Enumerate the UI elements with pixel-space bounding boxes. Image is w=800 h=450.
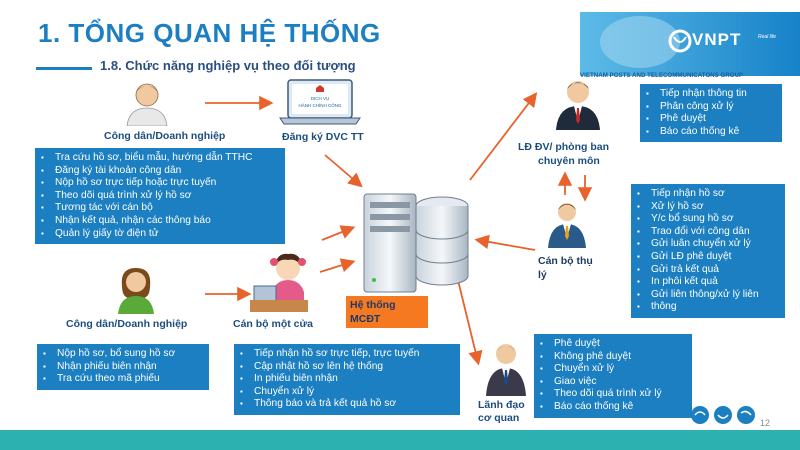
list-item: Trao đổi với công dân (637, 226, 779, 239)
leader-label-line1: Lãnh đạo (478, 399, 525, 411)
list-item: Đăng ký tài khoản công dân (41, 165, 279, 178)
arrow-citizen-box-to-system (321, 225, 356, 241)
list-item: Phê duyệt (540, 338, 686, 351)
one-door-officer-icon (250, 253, 308, 312)
list-item: Nộp hồ sơ trực tiếp hoặc trực tuyến (41, 177, 279, 190)
list-item: Tra cứu hồ sơ, biểu mẫu, hướng dẫn TTHC (41, 152, 279, 165)
leader-icon (486, 344, 526, 396)
citizen-avatar-icon (126, 83, 168, 126)
arrow-system-to-ld (469, 92, 538, 181)
dvc-screen-line1: DỊCH VỤ (311, 96, 330, 101)
list-item: Báo cáo thống kê (646, 126, 776, 139)
list-item: Tiếp nhận hồ sơ trực tiếp, trực tuyến (240, 348, 454, 361)
one-door-label: Cán bộ một cửa (233, 318, 313, 330)
system-label-line2: MCĐT (350, 313, 381, 325)
leader-label-line2: cơ quan (478, 412, 520, 424)
vnpt-logo (580, 12, 800, 76)
leader-label: Lãnh đạo cơ quan (478, 399, 525, 425)
subtitle-rule (36, 67, 92, 70)
list-item: Theo dõi quá trình xử lý hồ sơ (41, 190, 279, 203)
list-item: Gửi LĐ phê duyệt (637, 251, 779, 264)
list-item: Chuyển xử lý (240, 386, 454, 399)
footer-brand-icons (691, 406, 755, 424)
citizen-bottom-label: Công dân/Doanh nghiệp (66, 318, 188, 330)
list-item-continuation: thông (637, 301, 779, 314)
list-item: Theo dõi quá trình xử lý (540, 388, 686, 401)
list-item: In phôi kết quả (637, 276, 779, 289)
one-door-functions: Tiếp nhận hồ sơ trực tiếp, trực tuyến Cậ… (234, 344, 460, 415)
list-item: Gửi liên thông/xử lý liên (637, 289, 779, 302)
ld-dv-label-line1: LĐ ĐV/ phòng ban (518, 141, 609, 153)
ld-dv-label: LĐ ĐV/ phòng ban chuyên môn (518, 140, 609, 168)
dvc-label: Đăng ký DVC TT (282, 131, 364, 143)
page-number: 12 (760, 418, 771, 428)
arrow-officer-to-system (474, 234, 536, 251)
officer-label-line2: lý (538, 269, 547, 281)
list-item: Cập nhật hồ sơ lên hệ thống (240, 361, 454, 374)
page-title: 1. TỔNG QUAN HỆ THỐNG (38, 18, 381, 48)
list-item: Phê duyệt (646, 113, 776, 126)
citizen-top-functions: Tra cứu hồ sơ, biểu mẫu, hướng dẫn TTHC … (35, 148, 285, 245)
system-label-line1: Hệ thống (350, 299, 396, 311)
officer-icon (548, 203, 586, 248)
list-item: In phiếu biên nhận (240, 373, 454, 386)
ld-dv-functions: Tiếp nhận thông tin Phân công xử lý Phê … (640, 84, 782, 143)
list-item: Thông báo và trả kết quả hồ sơ (240, 398, 454, 411)
manager-icon (556, 81, 600, 130)
list-item: Gửi luân chuyển xử lý (637, 238, 779, 251)
logo-tagline: Real life (758, 34, 777, 40)
list-item: Tiếp nhận hồ sơ (637, 188, 779, 201)
officer-label: Cán bộ thụ lý (538, 254, 593, 282)
list-item: Tiếp nhận thông tin (646, 88, 776, 101)
page-subtitle: 1.8. Chức năng nghiệp vụ theo đối tượng (100, 58, 356, 73)
system-label: Hệ thống MCĐT (346, 296, 428, 328)
list-item: Tra cứu theo mã phiếu (43, 373, 203, 386)
citizen-top-label: Công dân/Doanh nghiệp (104, 130, 226, 142)
logo-brand: VNPT (692, 30, 742, 49)
list-item: Xử lý hồ sơ (637, 201, 779, 214)
list-item: Y/c bổ sung hồ sơ (637, 213, 779, 226)
leader-functions: Phê duyệt Không phê duyệt Chuyển xử lý G… (534, 334, 692, 418)
list-item: Quản lý giấy tờ điện tử (41, 228, 279, 241)
arrow-dvc-to-system (324, 154, 363, 188)
list-item: Nhận kết quả, nhận các thông báo (41, 215, 279, 228)
list-item: Gửi trả kết quả (637, 264, 779, 277)
footer-bar (0, 430, 800, 450)
dvc-screen-line2: HÀNH CHÍNH CÔNG (298, 102, 342, 108)
logo-graphic (580, 12, 800, 76)
group-name: VIETNAM POSTS AND TELECOMMUNICATONS GROU… (580, 72, 744, 79)
list-item: Không phê duyệt (540, 351, 686, 364)
list-item: Tương tác với cán bộ (41, 202, 279, 215)
arrow-onedoor-to-system (319, 258, 356, 273)
ld-dv-label-line2: chuyên môn (538, 155, 600, 167)
female-citizen-icon (118, 268, 154, 314)
list-item: Phân công xử lý (646, 101, 776, 114)
list-item: Giao việc (540, 376, 686, 389)
list-item: Báo cáo thống kê (540, 401, 686, 414)
officer-label-line1: Cán bộ thụ (538, 255, 593, 267)
list-item: Nộp hồ sơ, bổ sung hồ sơ (43, 348, 203, 361)
laptop-icon: DỊCH VỤ HÀNH CHÍNH CÔNG (279, 79, 361, 125)
list-item: Nhận phiếu biên nhận (43, 361, 203, 374)
server-database-icon (363, 193, 469, 293)
citizen-bottom-functions: Nộp hồ sơ, bổ sung hồ sơ Nhận phiếu biên… (37, 344, 209, 390)
officer-functions: Tiếp nhận hồ sơ Xử lý hồ sơ Y/c bổ sung … (631, 184, 785, 318)
arrow-system-to-leader (454, 267, 483, 366)
list-item: Chuyển xử lý (540, 363, 686, 376)
